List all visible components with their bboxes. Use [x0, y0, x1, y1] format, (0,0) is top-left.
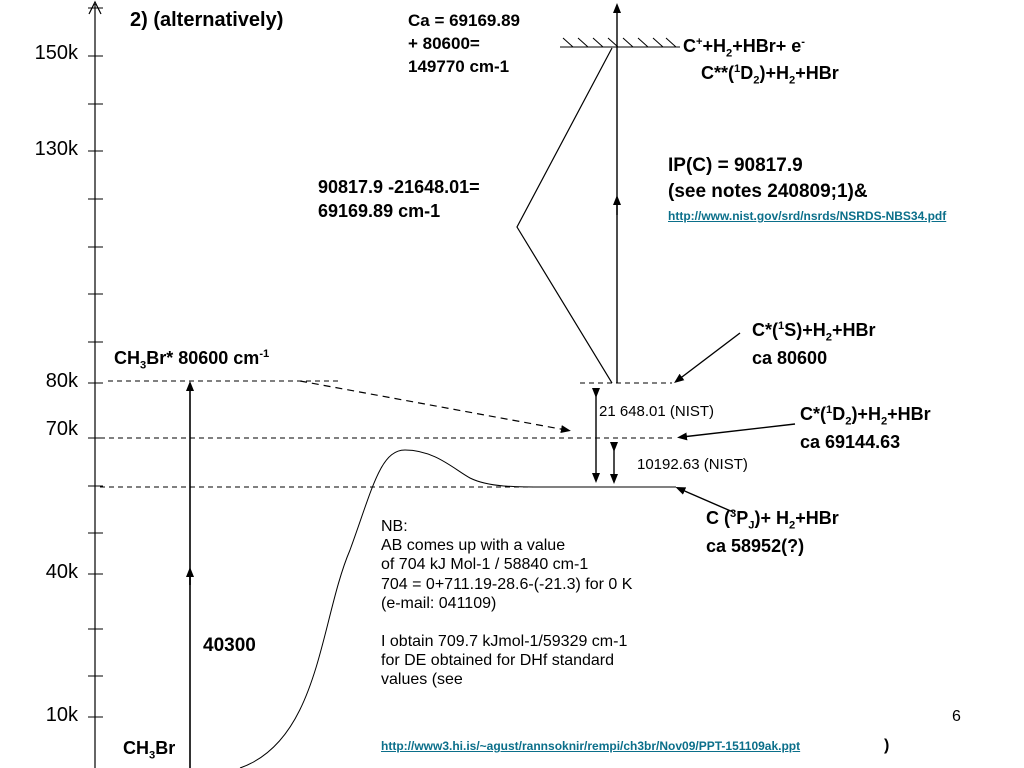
- zigzag-connector: [516, 47, 613, 384]
- y-axis-ticks: [88, 7, 103, 718]
- y-tick-70k: 70k: [45, 418, 78, 440]
- nb-note: NB: AB comes up with a value of 704 kJ M…: [381, 518, 633, 689]
- calc-ca-line3: 149770 cm-1: [408, 56, 510, 76]
- calc-ca-line1: Ca = 69169.89: [408, 11, 521, 30]
- bottom-link-close-paren: ): [884, 737, 890, 754]
- calc-diff-line2: 69169.89 cm-1: [318, 201, 441, 222]
- pointer-c1s: [674, 332, 741, 384]
- calc-diff-block: 90817.9 -21648.01= 69169.89 cm-1: [318, 175, 480, 224]
- y-tick-80k: 80k: [45, 370, 78, 392]
- label-c-1d2: C*(1D2)+H2+HBr ca 69144.63: [800, 402, 931, 455]
- y-tick-40k: 40k: [45, 561, 78, 583]
- nist-gap2-label: 10192.63 (NIST): [637, 456, 748, 473]
- y-tick-10k: 10k: [45, 704, 78, 726]
- ip-line2: (see notes 240809;1)&: [668, 180, 868, 202]
- y-axis-arrowhead: [88, 0, 102, 15]
- pointer-c1d2: [677, 423, 796, 441]
- page-number: 6: [952, 708, 961, 725]
- label-ionized-state: C++H2+HBr+ e-: [683, 36, 806, 60]
- label-ch3br: CH3Br: [123, 738, 176, 762]
- nist-link[interactable]: http://www.nist.gov/srd/nsrds/NSRDS-NBS3…: [668, 209, 947, 223]
- y-tick-150k: 150k: [34, 42, 78, 64]
- potential-curve: [239, 449, 676, 768]
- label-c-1s: C*(1S)+H2+HBr ca 80600: [752, 318, 875, 371]
- ionization-hatching: [562, 37, 677, 48]
- bottom-link[interactable]: http://www3.hi.is/~agust/rannsoknir/remp…: [381, 739, 801, 753]
- ip-line1: IP(C) = 90817.9: [668, 155, 803, 176]
- calc-ca-line2: + 80600=: [408, 33, 480, 53]
- label-ch3br-star: CH3Br* 80600 cm-1: [114, 348, 270, 372]
- page-title: 2) (alternatively): [130, 9, 284, 31]
- excitation-label: 40300: [203, 635, 256, 656]
- nist-gap1-label: 21 648.01 (NIST): [599, 403, 715, 420]
- ip-block: IP(C) = 90817.9 (see notes 240809;1)&: [668, 153, 868, 204]
- pointer-c3pj: [675, 487, 734, 513]
- label-c-1s-value: ca 80600: [752, 348, 828, 369]
- label-c-1d2-value: ca 69144.63: [800, 432, 901, 453]
- dashed-transfer-arrow: [299, 380, 571, 434]
- label-c-3pj: C (3PJ)+ H2+HBr ca 58952(?): [706, 506, 839, 559]
- y-tick-130k: 130k: [34, 138, 78, 160]
- calc-diff-line1: 90817.9 -21648.01=: [318, 177, 480, 197]
- label-c-star-star: C**(1D2)+H2+HBr: [701, 63, 839, 87]
- label-c-3pj-value: ca 58952(?): [706, 536, 805, 557]
- calc-ca-block: Ca = 69169.89 + 80600= 149770 cm-1: [408, 10, 520, 79]
